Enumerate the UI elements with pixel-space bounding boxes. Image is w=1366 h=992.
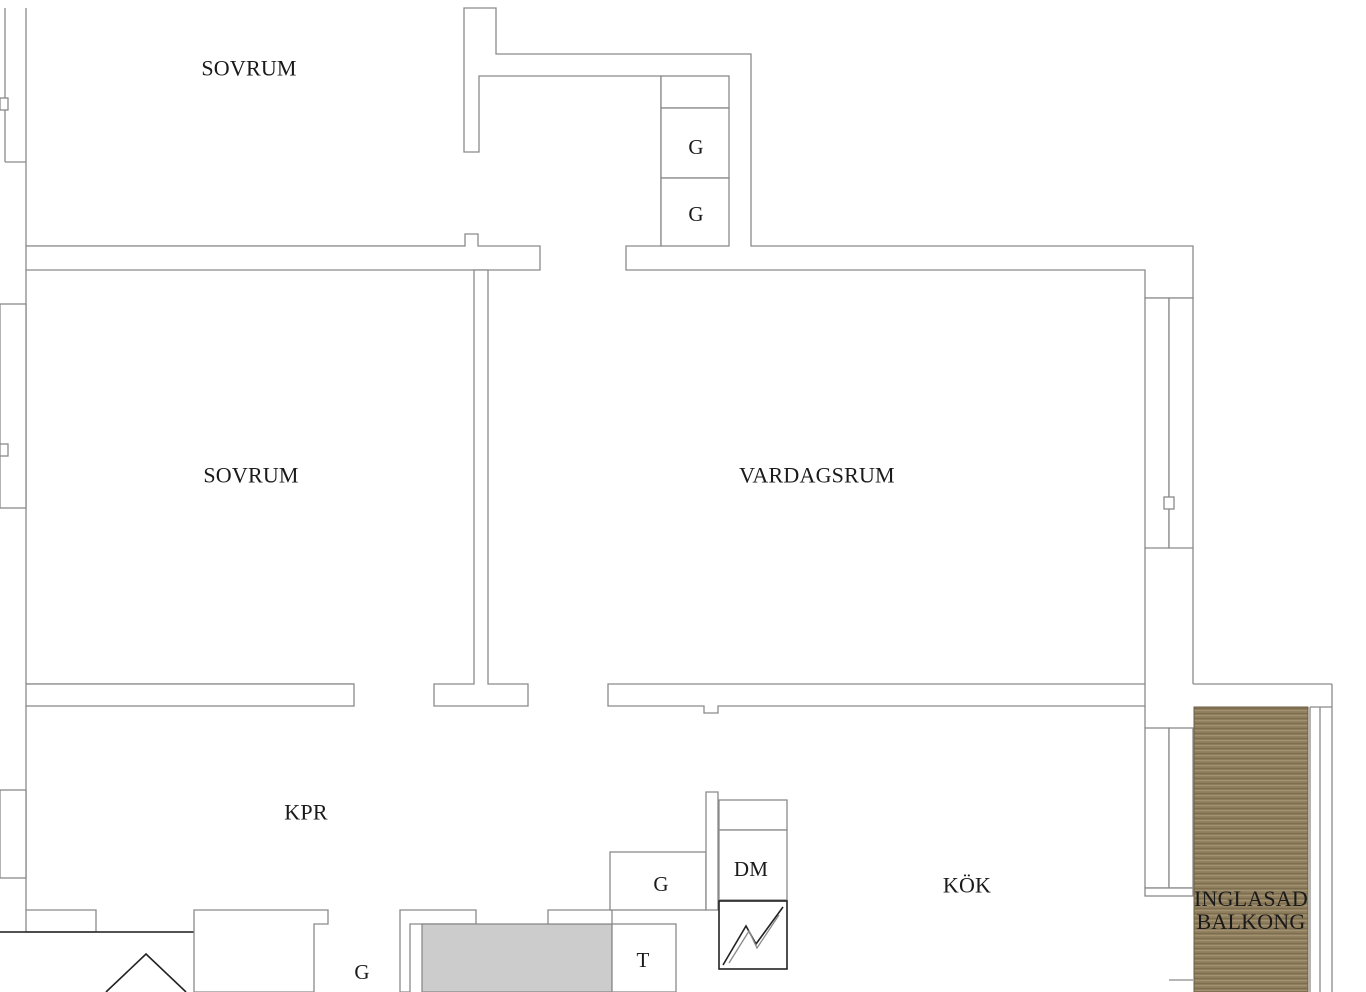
room-label-vardagsrum: VARDAGSRUM: [739, 462, 895, 488]
wardrobe-label-1: G: [688, 134, 704, 159]
room-label-sovrum-top: SOVRUM: [201, 55, 297, 81]
room-label-kpr: KPR: [284, 799, 328, 825]
dishwasher-label: DM: [733, 856, 769, 881]
wardrobe-label-2: G: [688, 201, 704, 226]
dryer-label: T: [636, 947, 650, 972]
wall-hall: [0, 706, 477, 992]
wardrobe-label-4: G: [354, 959, 370, 984]
wall-middle-bedroom: [0, 269, 529, 707]
wardrobe-stack: [660, 75, 730, 247]
bathroom-fixtures: [421, 791, 788, 992]
room-label-balkong: INGLASAD BALKONG: [1193, 885, 1309, 934]
wall-living-room: [607, 297, 1333, 992]
wall-kitchen-right: [1144, 706, 1194, 981]
wall-top-bedroom: [0, 8, 541, 271]
room-label-sovrum-mid: SOVRUM: [203, 462, 299, 488]
room-label-kok: KÖK: [942, 872, 992, 898]
wall-corridor-stub: [463, 7, 1194, 299]
balcony-area: [1193, 706, 1332, 992]
wardrobe-label-3: G: [653, 871, 669, 896]
